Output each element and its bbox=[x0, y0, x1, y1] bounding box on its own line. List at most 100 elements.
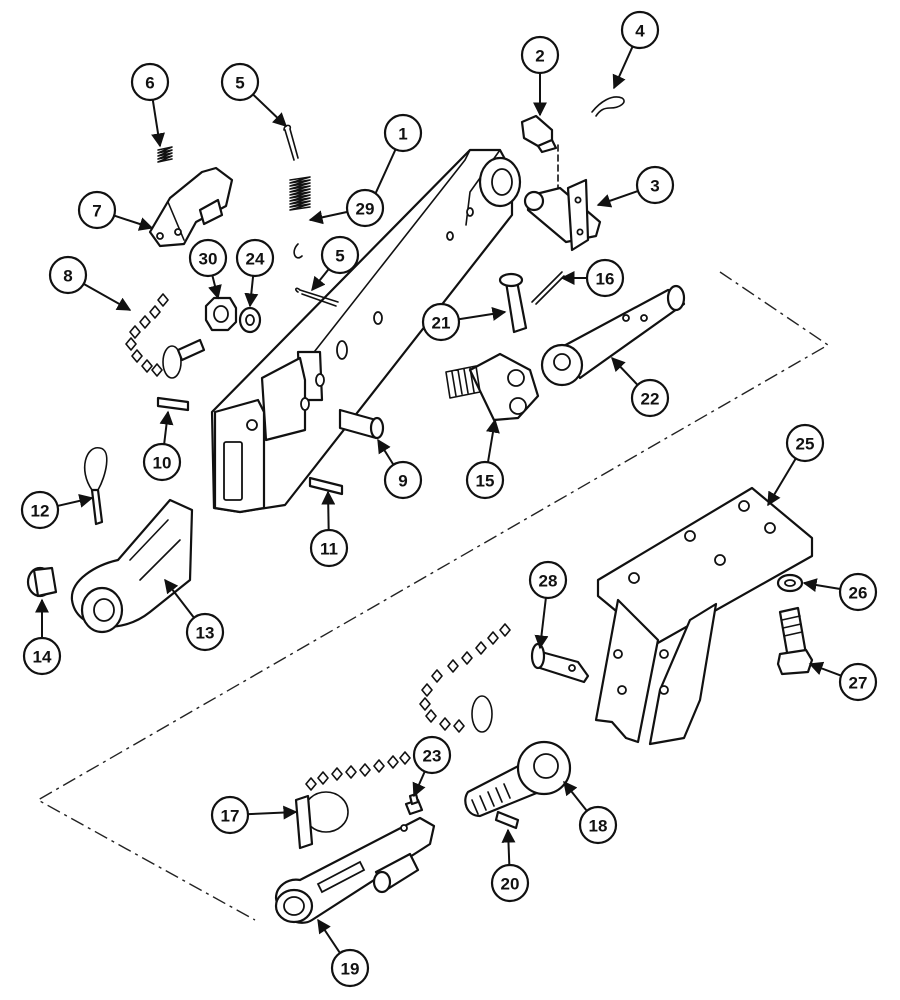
callout-27: 27 bbox=[808, 661, 878, 702]
callout-leader-arrow bbox=[458, 307, 507, 321]
callout-circle bbox=[520, 35, 560, 75]
callout-22: 22 bbox=[611, 356, 670, 418]
callout-leader-arrow bbox=[767, 457, 797, 507]
drawbar-tube bbox=[274, 816, 436, 924]
small-spring bbox=[157, 146, 173, 163]
roll-pin-left bbox=[156, 396, 190, 412]
callout-circle bbox=[785, 423, 825, 463]
callout-number: 29 bbox=[356, 200, 375, 219]
callout-circle bbox=[838, 572, 878, 612]
callout-leader-arrow bbox=[808, 661, 842, 677]
callout-leader-arrow bbox=[83, 282, 132, 311]
callout-leader-arrow bbox=[252, 93, 288, 127]
callout-number: 12 bbox=[31, 502, 50, 521]
callout-number: 8 bbox=[63, 267, 72, 286]
callout-number: 5 bbox=[235, 74, 244, 93]
callout-circle bbox=[528, 560, 568, 600]
callout-circle bbox=[630, 378, 670, 418]
callout-21: 21 bbox=[421, 302, 507, 342]
callout-number: 2 bbox=[535, 47, 544, 66]
callout-leader-arrow bbox=[596, 190, 639, 208]
callout-number: 26 bbox=[849, 584, 868, 603]
clevis-pin bbox=[338, 408, 385, 440]
callout-5b: 5 bbox=[311, 235, 360, 292]
callout-number: 20 bbox=[501, 875, 520, 894]
callout-leader-arrow bbox=[377, 438, 395, 466]
callout-leader-arrow bbox=[244, 275, 259, 308]
callout-number: 18 bbox=[589, 817, 608, 836]
callout-leader-arrow bbox=[308, 210, 348, 225]
callout-circle bbox=[77, 190, 117, 230]
callout-18: 18 bbox=[563, 780, 618, 845]
threaded-clevis bbox=[445, 352, 540, 422]
callout-number: 13 bbox=[196, 624, 215, 643]
callout-24: 24 bbox=[235, 238, 275, 308]
callout-29: 29 bbox=[308, 188, 385, 228]
group-boundary-line bbox=[36, 271, 830, 921]
callout-number: 14 bbox=[33, 648, 52, 667]
callout-circle bbox=[188, 238, 228, 278]
washer bbox=[238, 306, 262, 334]
callout-circle bbox=[585, 258, 625, 298]
callout-layer: 1234556789101112131415161718192021222324… bbox=[20, 10, 878, 988]
cotter-pin-upper bbox=[283, 124, 299, 161]
callout-number: 6 bbox=[145, 74, 154, 93]
callout-number: 19 bbox=[341, 960, 360, 979]
callout-13: 13 bbox=[164, 578, 225, 652]
callout-leader-arrow bbox=[534, 597, 549, 650]
callout-20: 20 bbox=[490, 828, 530, 903]
roll-pin-middle bbox=[308, 476, 344, 496]
callout-circle bbox=[635, 165, 675, 205]
callout-number: 28 bbox=[539, 572, 558, 591]
callout-11: 11 bbox=[309, 490, 349, 568]
callout-number: 4 bbox=[635, 22, 645, 41]
clevis-pin-upper bbox=[498, 272, 528, 334]
callout-6: 6 bbox=[130, 62, 170, 148]
callout-number: 5 bbox=[335, 247, 344, 266]
latch-hook bbox=[148, 166, 234, 248]
callout-leader-arrow bbox=[611, 356, 639, 386]
callout-26: 26 bbox=[802, 572, 878, 612]
callout-15: 15 bbox=[465, 418, 505, 500]
callout-23: 23 bbox=[412, 735, 452, 798]
callout-circle bbox=[421, 302, 461, 342]
callout-7: 7 bbox=[77, 190, 154, 231]
callout-16: 16 bbox=[560, 258, 625, 298]
callout-8: 8 bbox=[48, 255, 132, 311]
callout-25: 25 bbox=[767, 423, 825, 507]
callout-number: 21 bbox=[432, 314, 451, 333]
linch-pin-with-chain-lower bbox=[419, 623, 590, 733]
callout-leader-arrow bbox=[501, 828, 516, 866]
callout-number: 1 bbox=[398, 125, 407, 144]
callout-28: 28 bbox=[528, 560, 568, 650]
drilled-pin-with-eye bbox=[540, 284, 686, 387]
callout-circle bbox=[320, 235, 360, 275]
callout-leader-arrow bbox=[113, 214, 154, 231]
callout-circle bbox=[142, 442, 182, 482]
callout-number: 24 bbox=[246, 250, 265, 269]
callout-leader-arrow bbox=[164, 578, 195, 619]
cotter-pin-right bbox=[531, 271, 565, 305]
callout-leader-arrow bbox=[159, 410, 174, 445]
ball-end bbox=[70, 498, 194, 634]
callout-leader-arrow bbox=[612, 46, 634, 90]
callout-30: 30 bbox=[188, 238, 228, 300]
lynch-pin-ring bbox=[83, 447, 108, 526]
callout-number: 25 bbox=[796, 435, 815, 454]
callout-circle bbox=[210, 795, 250, 835]
callout-leader-arrow bbox=[208, 275, 222, 300]
callout-number: 11 bbox=[320, 540, 338, 559]
callout-17: 17 bbox=[210, 795, 298, 835]
callout-14: 14 bbox=[22, 598, 62, 676]
callout-leader-arrow bbox=[486, 418, 500, 463]
callout-circle bbox=[130, 62, 170, 102]
callout-circle bbox=[578, 805, 618, 845]
callout-circle bbox=[465, 460, 505, 500]
swinging-drawbar-pin-chain bbox=[294, 751, 411, 850]
cotter-pin-middle bbox=[295, 287, 339, 307]
callout-19: 19 bbox=[317, 918, 370, 988]
callout-2: 2 bbox=[520, 35, 560, 117]
callout-circle bbox=[48, 255, 88, 295]
callout-number: 23 bbox=[423, 747, 442, 766]
